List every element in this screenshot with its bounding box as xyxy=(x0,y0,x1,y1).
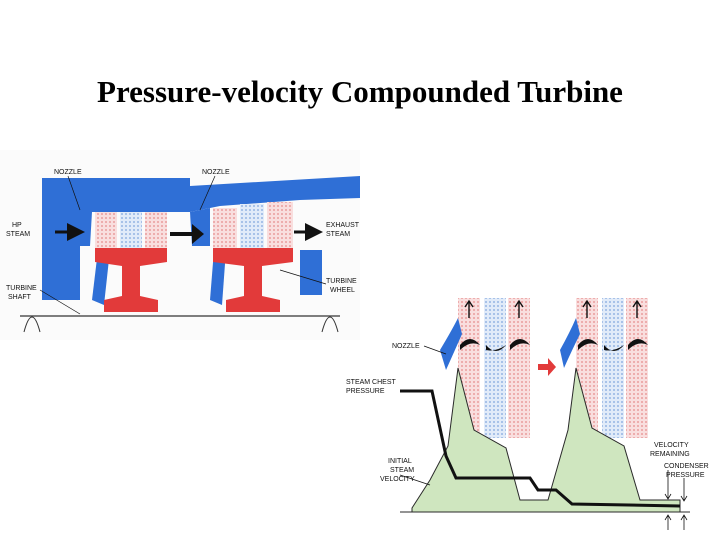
velocity-remaining-arrow xyxy=(664,470,672,500)
label-velocity-remaining-line1: VELOCITY xyxy=(654,442,689,449)
label-nozzle-right: NOZZLE xyxy=(202,169,230,176)
nozzle-profile-1 xyxy=(440,318,462,370)
label-steam-chest-line2: PRESSURE xyxy=(346,388,385,395)
turbine-wheel-1 xyxy=(95,248,167,312)
blade-profile-3 xyxy=(510,339,530,350)
interstage-red-arrow xyxy=(538,358,556,376)
label-initial-line3: VELOCITY xyxy=(380,476,415,483)
blade-profile-2 xyxy=(486,345,506,351)
blade-up-arrow-1 xyxy=(464,299,474,318)
blade-up-arrow-3 xyxy=(582,299,592,318)
label-condenser-line1: CONDENSER xyxy=(664,463,709,470)
blade-column-3 xyxy=(508,298,530,438)
blade-profile-6 xyxy=(628,339,648,350)
leader-shaft xyxy=(39,289,81,315)
blade-profile-4 xyxy=(578,339,598,350)
blade-column-5 xyxy=(602,298,624,438)
blade-profile-1 xyxy=(460,339,480,350)
label-nozzle-left: NOZZLE xyxy=(54,169,82,176)
leader-nozzle xyxy=(423,345,447,355)
condenser-pressure-arrow-down xyxy=(680,478,688,502)
label-hp-steam-line1: HP xyxy=(12,222,22,229)
blade-column-6 xyxy=(626,298,648,438)
leader-wheel xyxy=(279,269,327,285)
nozzle-profile-2 xyxy=(560,318,580,368)
label-hp-steam-line2: STEAM xyxy=(6,231,30,238)
moving-blades-stage2a xyxy=(213,208,237,248)
label-wheel-line2: WHEEL xyxy=(330,287,355,294)
velocity-remaining-arrow-up xyxy=(664,514,672,530)
blade-profile-5 xyxy=(604,345,624,351)
label-shaft-line1: TURBINE xyxy=(6,285,37,292)
pressure-line xyxy=(400,389,681,508)
label-steam-chest-line1: STEAM CHEST xyxy=(346,379,397,386)
turbine-section-figure: NOZZLE NOZZLE HP STEAM EXHAUST STEAM TUR… xyxy=(0,150,360,340)
blade-up-arrow-2 xyxy=(514,299,524,318)
diaphragm-right xyxy=(210,250,226,305)
turbine-wheel-2 xyxy=(213,248,293,312)
blade-column-2 xyxy=(484,298,506,438)
slide-title: Pressure-velocity Compounded Turbine xyxy=(97,74,623,109)
diaphragm-left xyxy=(92,250,110,305)
moving-blades-stage2b xyxy=(267,202,293,248)
interstage-flow-arrow xyxy=(170,224,204,244)
leader-initial-velocity xyxy=(399,474,431,486)
leader-nozzle-left xyxy=(67,175,81,211)
label-shaft-line2: SHAFT xyxy=(8,294,32,301)
label-initial-line2: STEAM xyxy=(390,467,414,474)
label-initial-line1: INITIAL xyxy=(388,458,412,465)
label-condenser-line2: PRESSURE xyxy=(666,472,705,479)
shaft-bearing-right xyxy=(321,316,339,333)
leader-nozzle-right xyxy=(199,175,216,211)
label-nozzle-bottom: NOZZLE xyxy=(392,343,420,350)
shaft-bearing-left xyxy=(23,316,41,333)
label-exhaust-line1: EXHAUST xyxy=(326,222,360,229)
moving-blades-stage1b xyxy=(145,212,167,248)
velocity-profile-area xyxy=(411,367,681,513)
fixed-blades-stage1 xyxy=(120,212,142,248)
moving-blades-stage1a xyxy=(95,212,117,248)
turbine-casing xyxy=(42,176,360,212)
condenser-pressure-arrow-up xyxy=(680,514,688,530)
blade-up-arrow-4 xyxy=(632,299,642,318)
casing-left-wall xyxy=(42,200,80,300)
label-wheel-line1: TURBINE xyxy=(326,278,357,285)
casing-right-wall xyxy=(300,250,322,295)
fixed-blades-stage2 xyxy=(240,204,264,248)
label-velocity-remaining-line2: REMAINING xyxy=(650,451,690,458)
pressure-velocity-figure: NOZZLE STEAM CHEST PRESSURE INITIAL STEA… xyxy=(346,298,709,530)
label-exhaust-line2: STEAM xyxy=(326,231,350,238)
